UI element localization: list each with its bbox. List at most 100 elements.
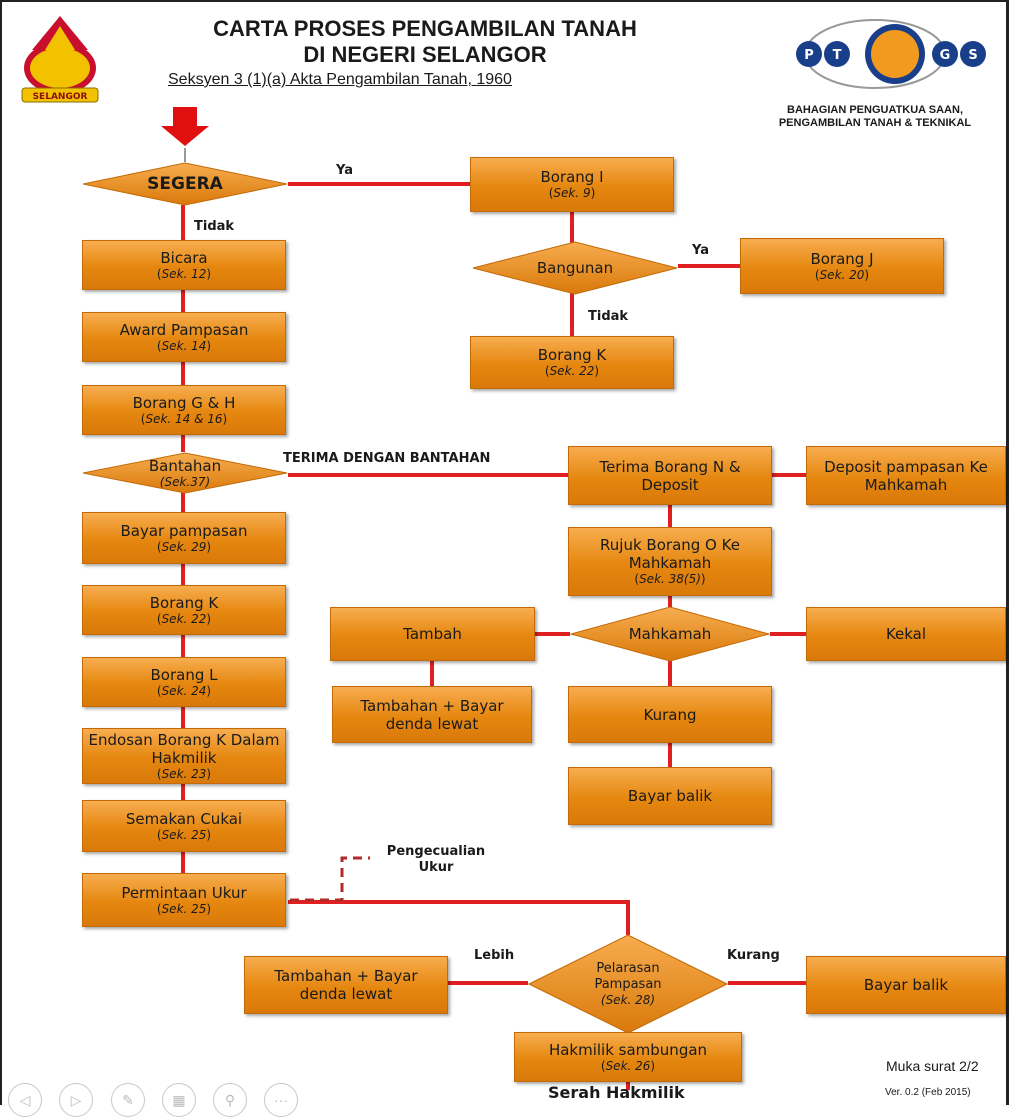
endosan-label: Endosan Borang K Dalam Hakmilik [88, 730, 280, 767]
bicara-ref: (Sek. 12) [156, 266, 212, 281]
box-kekal: Kekal [806, 607, 1006, 661]
borang-k-right-ref: (Sek. 22) [544, 364, 600, 378]
box-hakmilik-sambungan: Hakmilik sambungan (Sek. 26) [514, 1032, 742, 1082]
borang-k-left-ref: (Sek. 22) [156, 611, 212, 626]
zoom-icon: ⚲ [224, 1091, 236, 1108]
borang-k-right-label: Borang K [537, 346, 607, 364]
kekal-label: Kekal [885, 625, 927, 643]
box-borang-l: Borang L (Sek. 24) [82, 657, 286, 707]
tambah-label: Tambah [403, 625, 462, 643]
bantahan-label: Bantahan [148, 457, 222, 475]
svg-text:P: P [804, 48, 814, 63]
segera-label: SEGERA [147, 174, 223, 194]
more-options-button[interactable]: ··· [264, 1083, 298, 1117]
label-pengecualian-ukur: Pengecualian Ukur [386, 844, 486, 875]
decision-mahkamah: Mahkamah [570, 606, 770, 662]
borang-j-label: Borang J [810, 249, 874, 268]
tambahan-denda-2-label: Tambahan + Bayar denda lewat [274, 967, 418, 1003]
label-serah-hakmilik: Serah Hakmilik [548, 1083, 685, 1102]
hakmilik-ref: (Sek. 26) [600, 1058, 656, 1073]
svg-text:S: S [968, 48, 977, 63]
box-rujuk-borang-o: Rujuk Borang O Ke Mahkamah (Sek. 38(5)) [568, 527, 772, 596]
box-bayar-pampasan: Bayar pampasan (Sek. 29) [82, 512, 286, 564]
box-borang-i: Borang I (Sek. 9) [470, 157, 674, 212]
box-tambahan-denda-2: Tambahan + Bayar denda lewat [244, 956, 448, 1014]
department-name: BAHAGIAN PENGUATKUA SAAN, PENGAMBILAN TA… [743, 104, 1007, 130]
previous-icon: ◁ [19, 1091, 31, 1108]
borang-i-ref: (Sek. 9) [548, 186, 596, 200]
pelarasan-ref: (Sek. 28) [600, 993, 656, 1007]
box-borang-k-right: Borang K (Sek. 22) [470, 336, 674, 389]
start-arrow-icon [161, 107, 209, 146]
kurang-label: Kurang [643, 705, 697, 724]
label-ya-2: Ya [692, 243, 709, 258]
borang-gh-label: Borang G & H [132, 393, 236, 412]
bicara-label: Bicara [160, 248, 208, 267]
borang-i-label: Borang I [540, 168, 604, 186]
next-slide-button[interactable]: ▷ [59, 1083, 93, 1117]
decision-bangunan: Bangunan [472, 241, 678, 295]
rujuk-o-label: Rujuk Borang O Ke Mahkamah [600, 536, 740, 572]
label-kurang: Kurang [727, 948, 780, 963]
slides-view-button[interactable]: ▦ [162, 1083, 196, 1117]
decision-pelarasan: Pelarasan Pampasan (Sek. 28) [528, 934, 728, 1034]
title-line-2: DI NEGERI SELANGOR [303, 42, 547, 67]
box-endosan: Endosan Borang K Dalam Hakmilik (Sek. 23… [82, 728, 286, 784]
box-terima-borang-n: Terima Borang N & Deposit [568, 446, 772, 505]
box-award-pampasan: Award Pampasan (Sek. 14) [82, 312, 286, 362]
svg-text:T: T [833, 48, 842, 63]
label-tidak-1: Tidak [194, 219, 235, 234]
pelarasan-label: Pelarasan Pampasan [594, 961, 662, 992]
box-tambahan-denda-1: Tambahan + Bayar denda lewat [332, 686, 532, 743]
borang-k-left-label: Borang K [149, 593, 219, 612]
bantahan-ref: (Sek.37) [159, 475, 211, 489]
department-line-2: PENGAMBILAN TANAH & TEKNIKAL [778, 117, 972, 129]
permintaan-label: Permintaan Ukur [121, 883, 247, 902]
terima-n-label: Terima Borang N & Deposit [599, 457, 741, 494]
hakmilik-label: Hakmilik sambungan [548, 1040, 708, 1059]
page-number: Muka surat 2/2 [886, 1058, 979, 1074]
label-lebih: Lebih [474, 948, 515, 963]
box-bicara: Bicara (Sek. 12) [82, 240, 286, 290]
box-borang-gh: Borang G & H (Sek. 14 & 16) [82, 385, 286, 435]
award-label: Award Pampasan [119, 320, 249, 339]
bayar-pampasan-label: Bayar pampasan [120, 521, 248, 540]
svg-text:SELANGOR: SELANGOR [33, 92, 88, 102]
subtitle: Seksyen 3 (1)(a) Akta Pengambilan Tanah,… [168, 71, 512, 88]
borang-j-ref: (Sek. 20) [814, 267, 870, 282]
selangor-crest-logo: SELANGOR [21, 16, 99, 103]
department-line-1: BAHAGIAN PENGUATKUA SAAN, [787, 104, 963, 116]
more-icon: ··· [274, 1092, 288, 1108]
bangunan-label: Bangunan [536, 259, 614, 277]
pen-tool-button[interactable]: ✎ [111, 1083, 145, 1117]
label-tidak-2: Tidak [588, 309, 629, 324]
mahkamah-label: Mahkamah [628, 625, 712, 643]
box-semakan-cukai: Semakan Cukai (Sek. 25) [82, 800, 286, 852]
semakan-label: Semakan Cukai [125, 809, 243, 828]
zoom-button[interactable]: ⚲ [213, 1083, 247, 1117]
title-line-1: CARTA PROSES PENGAMBILAN TANAH [213, 16, 637, 41]
permintaan-ref: (Sek. 25) [156, 901, 212, 916]
box-tambah: Tambah [330, 607, 535, 661]
ptgs-logo: P T G S [796, 19, 986, 89]
previous-slide-button[interactable]: ◁ [8, 1083, 42, 1117]
box-kurang: Kurang [568, 686, 772, 743]
borang-l-label: Borang L [150, 665, 218, 684]
svg-text:G: G [940, 48, 951, 63]
version-text: Ver. 0.2 (Feb 2015) [885, 1087, 971, 1098]
slides-icon: ▦ [172, 1091, 186, 1108]
box-bayar-balik-2: Bayar balik [806, 956, 1006, 1014]
label-terima-dengan-bantahan: TERIMA DENGAN BANTAHAN [283, 451, 491, 466]
box-deposit-pampasan: Deposit pampasan Ke Mahkamah [806, 446, 1006, 505]
box-permintaan-ukur: Permintaan Ukur (Sek. 25) [82, 873, 286, 927]
decision-bantahan: Bantahan (Sek.37) [82, 452, 288, 494]
rujuk-o-ref: (Sek. 38(5)) [634, 572, 706, 586]
semakan-ref: (Sek. 25) [156, 827, 212, 842]
deposit-label: Deposit pampasan Ke Mahkamah [824, 457, 988, 494]
box-borang-j: Borang J (Sek. 20) [740, 238, 944, 294]
label-ya-1: Ya [336, 163, 353, 178]
borang-gh-ref: (Sek. 14 & 16) [140, 411, 228, 426]
box-borang-k-left: Borang K (Sek. 22) [82, 585, 286, 635]
